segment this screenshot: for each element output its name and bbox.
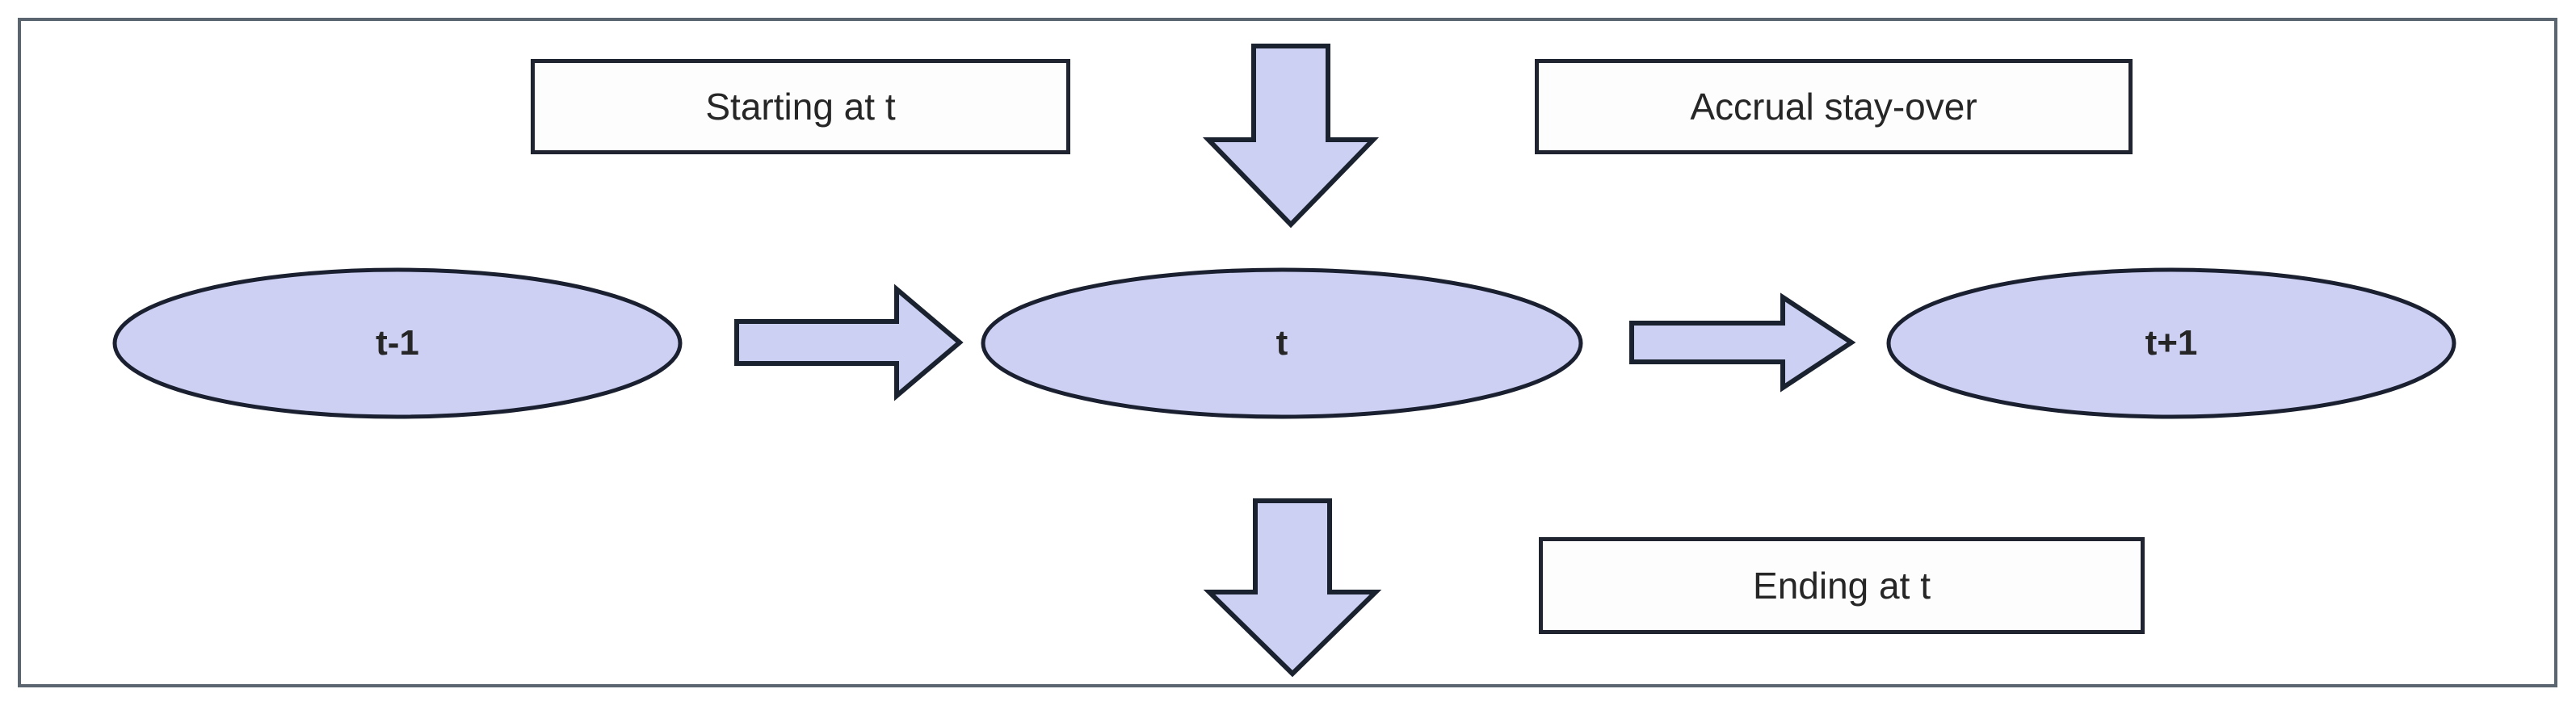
arrow-right-current-to-next bbox=[1629, 292, 1856, 393]
node-label-next: t+1 bbox=[1889, 307, 2454, 380]
node-label-current: t bbox=[983, 307, 1581, 380]
annotation-box-ending[interactable]: Ending at t bbox=[1539, 537, 2145, 634]
node-label-next-text: t+1 bbox=[2145, 323, 2198, 363]
node-label-prev-text: t-1 bbox=[376, 323, 419, 363]
node-label-current-text: t bbox=[1275, 323, 1288, 363]
annotation-label-stay-over: Accrual stay-over bbox=[1690, 86, 1977, 128]
node-ellipse-current[interactable] bbox=[981, 267, 1583, 419]
node-ellipse-prev[interactable] bbox=[112, 267, 683, 419]
node-ellipse-next[interactable] bbox=[1886, 267, 2456, 419]
arrow-down-outflow bbox=[1203, 498, 1382, 678]
arrow-right-prev-to-current bbox=[734, 284, 964, 401]
arrow-down-inflow bbox=[1202, 44, 1380, 229]
annotation-box-stay-over[interactable]: Accrual stay-over bbox=[1535, 59, 2133, 154]
annotation-label-starting: Starting at t bbox=[705, 86, 896, 128]
node-label-prev: t-1 bbox=[115, 307, 680, 380]
annotation-label-ending: Ending at t bbox=[1753, 565, 1931, 607]
annotation-box-starting[interactable]: Starting at t bbox=[531, 59, 1070, 154]
